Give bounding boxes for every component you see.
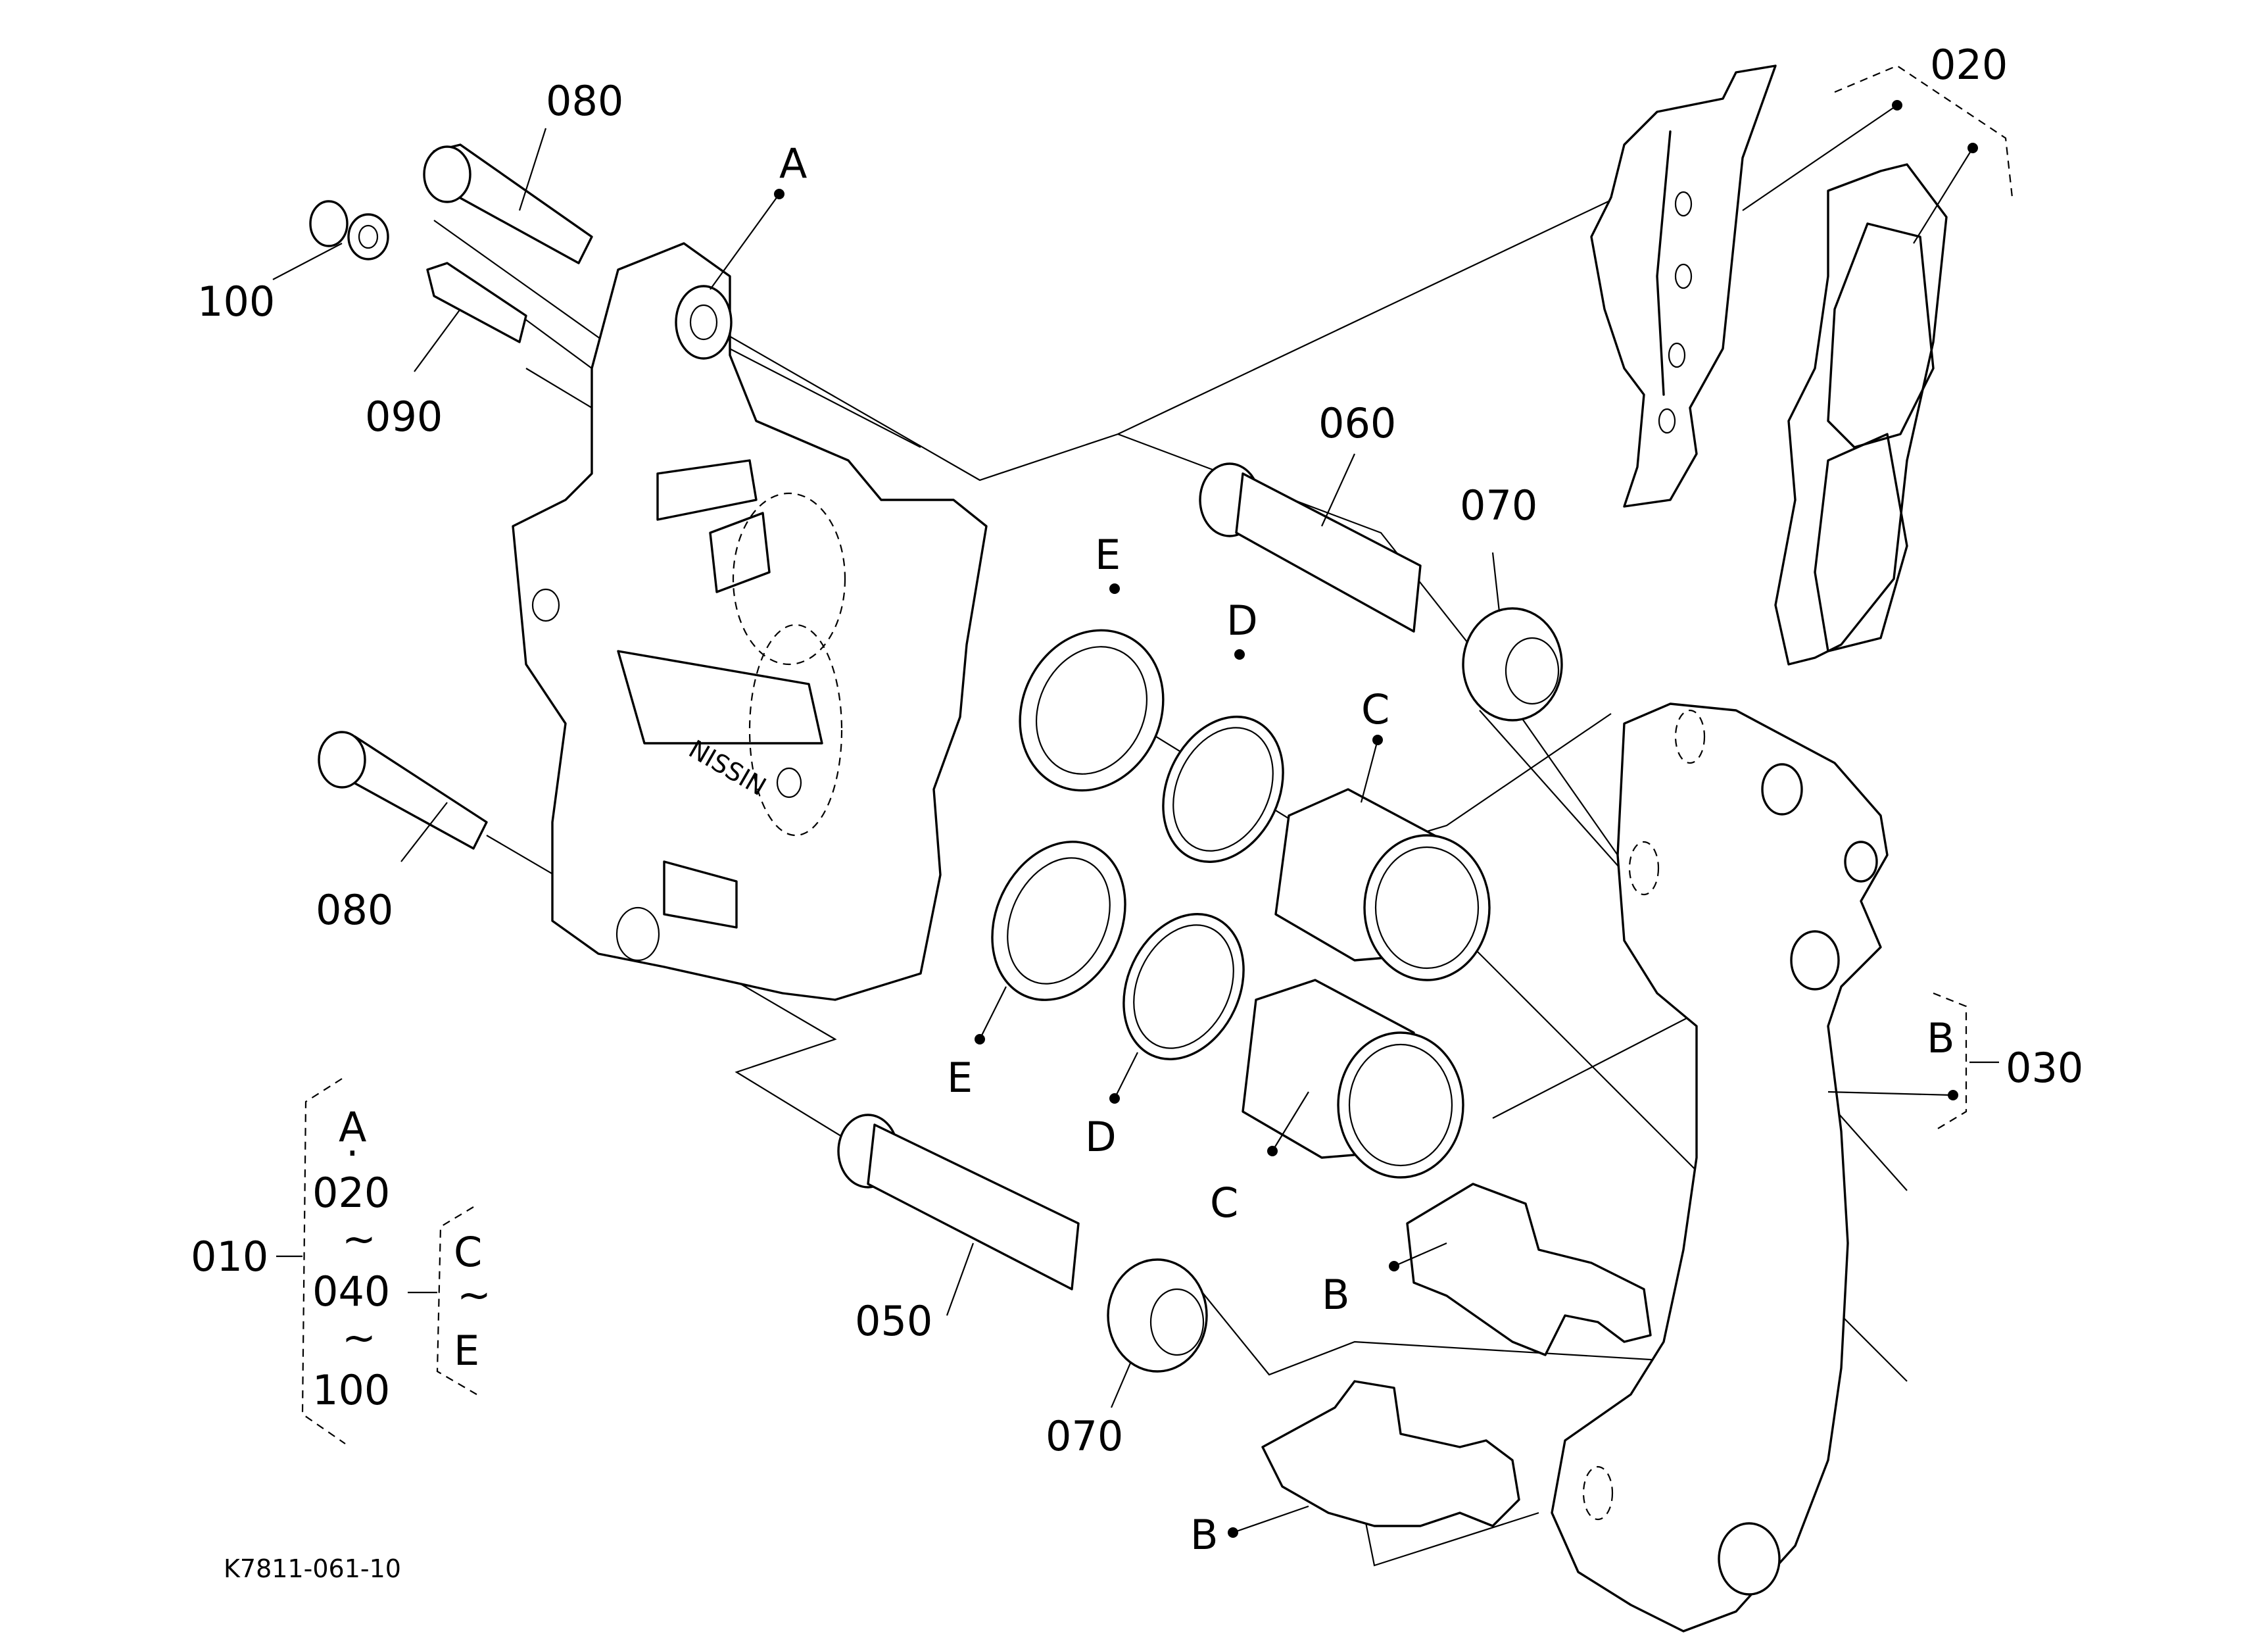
legend-main: 010: [191, 1233, 268, 1281]
legend-mid: 040: [312, 1267, 390, 1315]
pin-060: [1199, 462, 1422, 633]
seal-E-top: [1019, 629, 1165, 792]
bolt-080-mid: [318, 731, 488, 850]
bolt-080-top: [423, 143, 593, 264]
clip-B-upper: [1406, 1183, 1652, 1356]
caliper-body: NISSIN: [512, 242, 988, 1001]
legend-sub-c: C: [454, 1228, 482, 1276]
callout-080-mid: 080: [316, 886, 393, 934]
callout-labels: 080 100 090 A 020 060 070 E D C 080 E D …: [197, 41, 2083, 1559]
callout-leaders: [272, 64, 2014, 1534]
callout-D-top: D: [1226, 597, 1258, 645]
brake-pad-outer: [1774, 163, 1948, 666]
callout-100: 100: [197, 278, 275, 326]
seals-and-pistons: [991, 629, 1491, 1179]
legend-tilde1: ~: [342, 1215, 376, 1263]
figure-code: K7811-061-10: [224, 1554, 401, 1583]
brake-pad-inner: [1590, 64, 1777, 508]
callout-E-top: E: [1095, 531, 1121, 579]
callout-070-bot: 070: [1046, 1412, 1123, 1460]
legend-sub-tilde: ~: [457, 1271, 491, 1319]
callout-020: 020: [1930, 41, 2008, 89]
seal-E-bot: [991, 841, 1126, 1001]
seal-D-top: [1162, 716, 1284, 863]
callout-080-top: 080: [546, 77, 623, 125]
callout-B-clip2: B: [1190, 1511, 1218, 1559]
cap-090: [426, 262, 527, 343]
callout-050: 050: [855, 1297, 932, 1345]
legend-tilde2: ~: [342, 1314, 376, 1362]
bracket-030: [1551, 702, 1889, 1633]
callout-090: 090: [365, 393, 443, 441]
callout-070-top: 070: [1460, 481, 1537, 529]
callout-dots: [774, 100, 1978, 1538]
seal-D-bot: [1122, 913, 1245, 1060]
legend-start: 020: [312, 1169, 390, 1217]
legend-end: 100: [312, 1366, 390, 1414]
callout-060: 060: [1318, 399, 1396, 447]
callout-B-clip1: B: [1322, 1271, 1350, 1319]
boot-070-bot: [1107, 1258, 1208, 1373]
callout-A: A: [779, 139, 807, 187]
bleeder-100: [309, 200, 389, 260]
callout-B-right: B: [1927, 1014, 1955, 1062]
pin-050: [837, 1114, 1080, 1291]
boot-070-top: [1462, 607, 1563, 722]
legend: 010 A · 020 ~ 040 ~ 100 C ~ E: [191, 1078, 491, 1444]
legend-dot: ·: [346, 1129, 359, 1177]
legend-a: A: [339, 1103, 366, 1151]
callout-D-bot: D: [1085, 1113, 1117, 1161]
callout-E-bot: E: [947, 1054, 973, 1102]
callout-C-bot: C: [1210, 1179, 1238, 1227]
legend-sub-e: E: [454, 1327, 479, 1375]
callout-030: 030: [2006, 1044, 2083, 1092]
callout-C-top: C: [1361, 685, 1389, 733]
clip-B-lower: [1261, 1380, 1520, 1527]
